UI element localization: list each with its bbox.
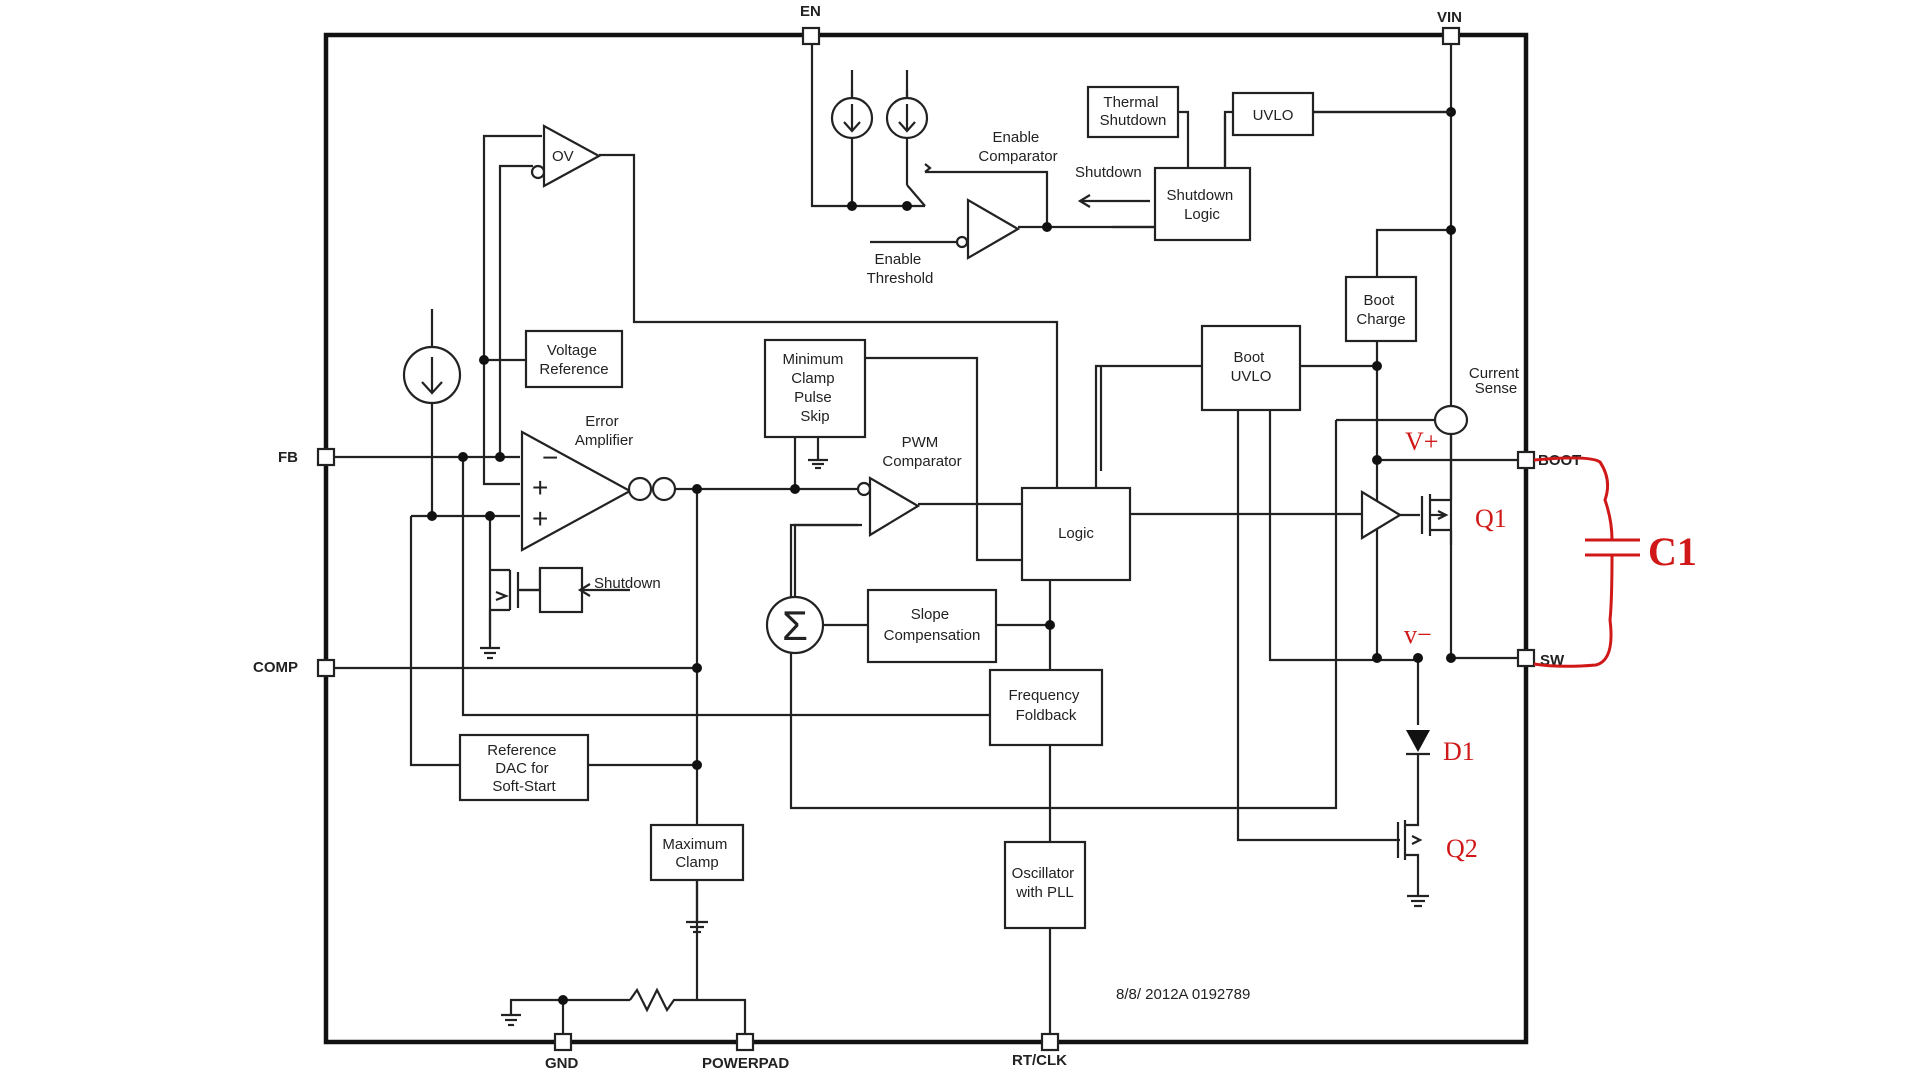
vplus-annotation: V+	[1405, 427, 1438, 456]
ov-comparator-icon	[530, 124, 602, 188]
pin-comp-square	[316, 658, 336, 678]
thermal-shutdown-box	[1086, 85, 1180, 139]
shutdown-switch-box	[538, 566, 584, 614]
ea-output-circle	[627, 476, 653, 502]
ea-plus-label-2: +	[532, 503, 548, 534]
sigma-label: Σ	[782, 602, 808, 649]
boot-uvlo-box	[1200, 324, 1302, 412]
logic-label: Logic	[1058, 525, 1094, 542]
ea-minus-label: −	[542, 442, 558, 473]
pin-fb-label: FB	[278, 449, 298, 466]
pin-comp-label: COMP	[253, 659, 298, 676]
freq-foldback-label: Frequency Foldback	[1008, 687, 1083, 724]
min-clamp-label: Minimum Clamp Pulse Skip	[782, 351, 847, 425]
enable-comparator-label: Enable Comparator	[978, 129, 1057, 165]
c1-annotation: C1	[1648, 529, 1697, 574]
diagram-code: 8/8/ 2012A 0192789	[1116, 986, 1250, 1003]
pin-gnd-square	[553, 1032, 573, 1052]
vminus-annotation: v−	[1404, 620, 1432, 649]
shutdown-mid-label: Shutdown	[594, 575, 661, 592]
current-sense-icon	[1433, 404, 1469, 436]
oscillator-box	[1003, 840, 1087, 930]
ea-output-circle	[651, 476, 677, 502]
ov-label: OV	[552, 148, 574, 165]
ground-icon	[480, 640, 500, 660]
pin-vin-label: VIN	[1437, 9, 1462, 26]
pin-boot-square	[1516, 450, 1536, 470]
summing-node-icon	[765, 595, 825, 655]
pin-powerpad-square	[735, 1032, 755, 1052]
ground-icon	[501, 1013, 521, 1027]
junctions	[427, 107, 1456, 1005]
logic-box	[1020, 486, 1132, 582]
labels: OV Enable Comparator Shutdown Enable Thr…	[532, 129, 1523, 1003]
current-source-icon	[402, 345, 462, 405]
pin-en-square	[801, 26, 821, 46]
ground-icon	[686, 915, 708, 934]
voltage-reference-box	[524, 329, 624, 389]
pin-boot-label: BOOT	[1538, 452, 1581, 469]
error-amplifier-icon	[520, 430, 633, 552]
chip-outline	[323, 32, 1529, 1045]
wires	[326, 36, 1520, 1042]
shutdown-top-label: Shutdown	[1075, 164, 1142, 181]
resistor-icon	[629, 987, 680, 1013]
blocks: Thermal Shutdown UVLO Shutdown Logic Boo…	[458, 85, 1451, 930]
current-source-icon	[830, 96, 874, 140]
pin-rtclk-square	[1040, 1032, 1060, 1052]
uvlo-label: UVLO	[1253, 107, 1294, 124]
ref-dac-box	[458, 733, 590, 802]
ground-icon	[808, 455, 828, 470]
enable-threshold-label: Enable Threshold	[867, 251, 934, 287]
q1-annotation: Q1	[1475, 504, 1507, 533]
pwm-comparator-icon	[856, 476, 921, 537]
d1-annotation: D1	[1443, 737, 1475, 766]
boot-charge-box	[1344, 275, 1418, 343]
max-clamp-label: Maximum Clamp	[662, 836, 731, 871]
min-clamp-box	[763, 338, 867, 439]
q2-annotation: Q2	[1446, 834, 1478, 863]
gate-driver-icon	[1360, 490, 1403, 540]
boot-uvlo-label: Boot UVLO	[1231, 349, 1272, 385]
symbols	[402, 70, 1469, 1027]
slope-comp-box	[866, 588, 998, 664]
oscillator-label: Oscillator with PLL	[1012, 865, 1079, 901]
enable-comparator-icon	[955, 198, 1021, 260]
ground-icon	[1407, 890, 1429, 908]
freq-foldback-box	[988, 668, 1104, 747]
pin-rtclk-label: RT/CLK	[1012, 1052, 1067, 1069]
voltage-reference-label: Voltage Reference	[539, 342, 608, 378]
slope-comp-label: Slope Compensation	[884, 606, 981, 644]
pin-fb-square	[316, 447, 336, 467]
pin-powerpad-label: POWERPAD	[702, 1055, 789, 1072]
current-source-icon	[885, 96, 929, 140]
pin-en-label: EN	[800, 3, 821, 20]
pwm-comparator-label: PWM Comparator	[882, 434, 961, 470]
d1-diode-icon	[1406, 730, 1430, 756]
annotations: V+ v− Q1 D1 Q2 C1	[1404, 427, 1697, 863]
pin-gnd-label: GND	[545, 1055, 579, 1072]
error-amplifier-label: Error Amplifier	[575, 413, 633, 449]
q1-mosfet-icon	[1420, 448, 1453, 545]
current-sense-label: Current Sense	[1469, 365, 1523, 397]
shutdown-logic-label: Shutdown Logic	[1167, 187, 1238, 223]
q2-mosfet-icon	[1396, 815, 1423, 865]
mosfet-icon	[495, 570, 540, 610]
shutdown-logic-box	[1153, 166, 1252, 242]
ea-plus-label: +	[532, 472, 548, 503]
boot-charge-label: Boot Charge	[1356, 292, 1405, 328]
thermal-shutdown-label: Thermal Shutdown	[1100, 94, 1167, 129]
pin-sw-square	[1516, 648, 1536, 668]
pin-vin-square	[1441, 26, 1461, 46]
pin-squares	[316, 26, 1536, 1052]
pin-labels: EN VIN FB COMP BOOT SW GND POWERPAD RT/C…	[253, 3, 1581, 1072]
uvlo-box	[1231, 91, 1315, 137]
max-clamp-box	[649, 823, 745, 882]
c1-capacitor-icon	[1533, 456, 1640, 668]
ref-dac-label: Reference DAC for Soft-Start	[487, 742, 560, 795]
